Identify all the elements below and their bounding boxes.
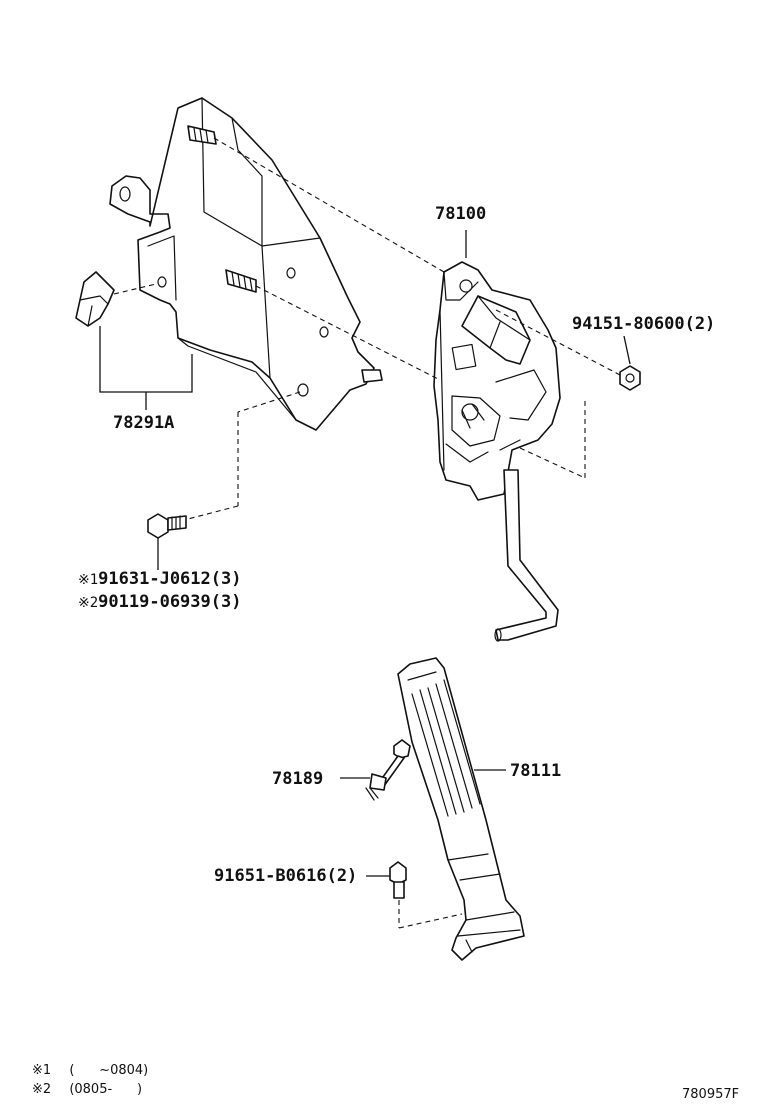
label-pad-bolt: 91651-B0616(2)	[214, 866, 358, 886]
stopper-78189	[365, 739, 411, 801]
footnote-2-mark: ※2	[32, 1082, 52, 1097]
figure-id: 780957F	[682, 1087, 740, 1102]
bolt-a-number: 91631-J0612(3)	[98, 569, 242, 589]
leader-lines	[157, 230, 631, 877]
pedal-pad-78111	[397, 657, 525, 961]
nut-94151-80600	[619, 365, 641, 391]
assembly-lines	[113, 137, 623, 521]
footnote-2-text: (0805- )	[69, 1082, 143, 1097]
mark-1: ※1	[78, 572, 99, 588]
footnote-1-text: ( ~0804)	[69, 1063, 149, 1078]
bracket-78291a	[109, 97, 383, 431]
stud-lower	[225, 269, 257, 293]
bolt-91651-b0616	[389, 861, 463, 929]
pedal-assy-78100	[433, 261, 561, 642]
label-bracket: 78291A	[113, 413, 175, 433]
bolt-b-number: 90119-06939(3)	[98, 592, 242, 612]
label-nut: 94151-80600(2)	[572, 314, 716, 334]
clip-nut	[75, 271, 115, 327]
stud-upper	[187, 125, 217, 145]
footnote-1: ※1 ( ~0804)	[32, 1064, 148, 1077]
label-pedal-assy: 78100	[435, 204, 487, 224]
label-bolt-a: ※191631-J0612(3)	[78, 571, 241, 588]
footnote-1-mark: ※1	[32, 1063, 52, 1078]
label-stopper: 78189	[272, 769, 324, 789]
label-bolt-b: ※290119-06939(3)	[78, 594, 241, 611]
footnote-2: ※2 (0805- )	[32, 1083, 142, 1096]
label-pad: 78111	[510, 761, 562, 781]
bolt-91631-90119	[147, 513, 187, 539]
mark-2: ※2	[78, 595, 99, 611]
